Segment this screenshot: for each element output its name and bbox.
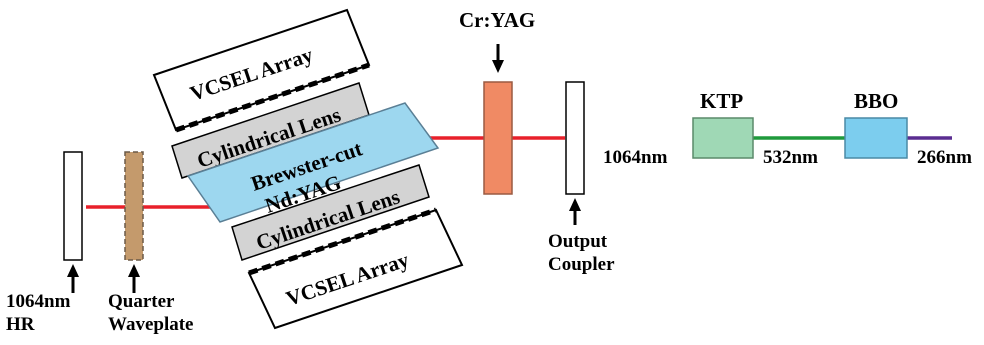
ktp-label: KTP (700, 89, 743, 113)
cr-yag-arrow (492, 44, 504, 73)
hr-label-line1: 1064nm (6, 291, 71, 312)
quarter-waveplate (124, 151, 144, 261)
ktp-crystal: KTP (692, 89, 754, 159)
output-coupler: Output Coupler (548, 81, 615, 275)
waveplate-arrow (128, 264, 140, 293)
vcsel-array-bottom: VCSEL Array (247, 207, 464, 330)
wavelength-1064-label: 1064nm (603, 147, 668, 168)
output-coupler-arrow (569, 198, 581, 225)
hr-mirror (63, 151, 83, 261)
bbo-crystal: BBO (844, 89, 908, 159)
output-coupler-label-line2: Coupler (548, 254, 615, 275)
bbo-label: BBO (854, 89, 898, 113)
wavelength-266-label: 266nm (917, 147, 972, 168)
waveplate-label-line1: Quarter (108, 291, 175, 312)
cr-yag-absorber: Cr:YAG (459, 8, 535, 195)
hr-arrow (67, 264, 79, 293)
cr-yag-label: Cr:YAG (459, 8, 535, 32)
waveplate-label-line2: Waveplate (108, 314, 194, 335)
wavelength-532-label: 532nm (763, 147, 818, 168)
hr-label-line2: HR (6, 314, 35, 335)
output-coupler-label-line1: Output (548, 231, 608, 252)
